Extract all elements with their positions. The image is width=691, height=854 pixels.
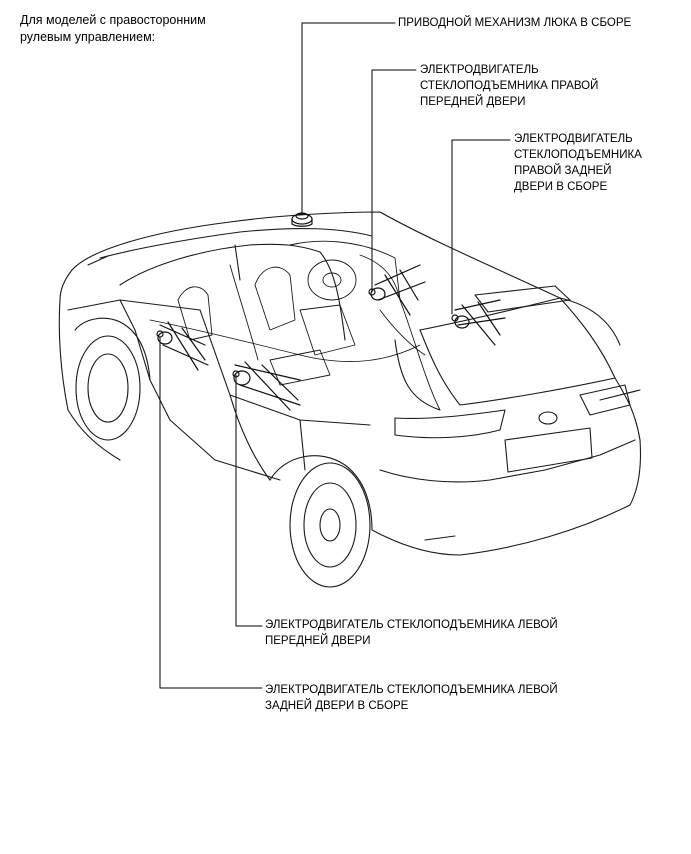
car-interior	[177, 240, 441, 411]
label-front-right-motor: ЭЛЕКТРОДВИГАТЕЛЬ СТЕКЛОПОДЪЕМНИКА ПРАВОЙ…	[420, 62, 598, 110]
label-sunroof-drive: ПРИВОДНОЙ МЕХАНИЗМ ЛЮКА В СБОРЕ	[398, 15, 631, 31]
front-left-regulator-motor	[232, 361, 301, 411]
label-front-left-motor: ЭЛЕКТРОДВИГАТЕЛЬ СТЕКЛОПОДЪЕМНИКА ЛЕВОЙ …	[265, 617, 558, 649]
model-note-line-1: Для моделей с правосторонним	[20, 13, 206, 27]
model-note-line-2: рулевым управлением:	[20, 30, 156, 44]
leader-rear-right	[451, 139, 511, 315]
label-rear-left-motor-line-2: ЗАДНЕЙ ДВЕРИ В СБОРЕ	[265, 700, 409, 712]
label-front-left-motor-line-1: ЭЛЕКТРОДВИГАТЕЛЬ СТЕКЛОПОДЪЕМНИКА ЛЕВОЙ	[265, 619, 558, 631]
leader-front-left	[235, 374, 263, 627]
leader-rear-left	[159, 337, 263, 689]
front-right-regulator-motor	[368, 264, 426, 316]
label-front-left-motor-line-2: ПЕРЕДНЕЙ ДВЕРИ	[265, 635, 371, 647]
rear-right-regulator-motor	[451, 299, 506, 346]
label-rear-right-motor-line-2: СТЕКЛОПОДЪЕМНИКА	[514, 149, 642, 161]
label-sunroof-drive-line-1: ПРИВОДНОЙ МЕХАНИЗМ ЛЮКА В СБОРЕ	[398, 17, 632, 29]
rear-left-regulator-motor	[156, 321, 209, 371]
model-note: Для моделей с правосторонним рулевым упр…	[20, 12, 206, 46]
component-markers	[149, 212, 506, 411]
label-rear-left-motor: ЭЛЕКТРОДВИГАТЕЛЬ СТЕКЛОПОДЪЕМНИКА ЛЕВОЙ …	[265, 682, 558, 714]
car-body	[58, 211, 642, 588]
leader-sunroof	[301, 22, 396, 216]
label-rear-right-motor-line-3: ПРАВОЙ ЗАДНЕЙ	[514, 165, 612, 177]
label-front-right-motor-line-1: ЭЛЕКТРОДВИГАТЕЛЬ	[420, 64, 539, 76]
label-rear-right-motor-line-4: ДВЕРИ В СБОРЕ	[514, 181, 608, 193]
label-rear-left-motor-line-1: ЭЛЕКТРОДВИГАТЕЛЬ СТЕКЛОПОДЪЕМНИКА ЛЕВОЙ	[265, 684, 558, 696]
label-rear-right-motor: ЭЛЕКТРОДВИГАТЕЛЬ СТЕКЛОПОДЪЕМНИКА ПРАВОЙ…	[514, 131, 642, 195]
sunroof-drive-motor	[291, 212, 313, 227]
leader-lines	[159, 22, 511, 689]
label-front-right-motor-line-2: СТЕКЛОПОДЪЕМНИКА ПРАВОЙ	[420, 80, 599, 92]
label-rear-right-motor-line-1: ЭЛЕКТРОДВИГАТЕЛЬ	[514, 133, 633, 145]
leader-front-right	[371, 69, 417, 293]
label-front-right-motor-line-3: ПЕРЕДНЕЙ ДВЕРИ	[420, 96, 526, 108]
